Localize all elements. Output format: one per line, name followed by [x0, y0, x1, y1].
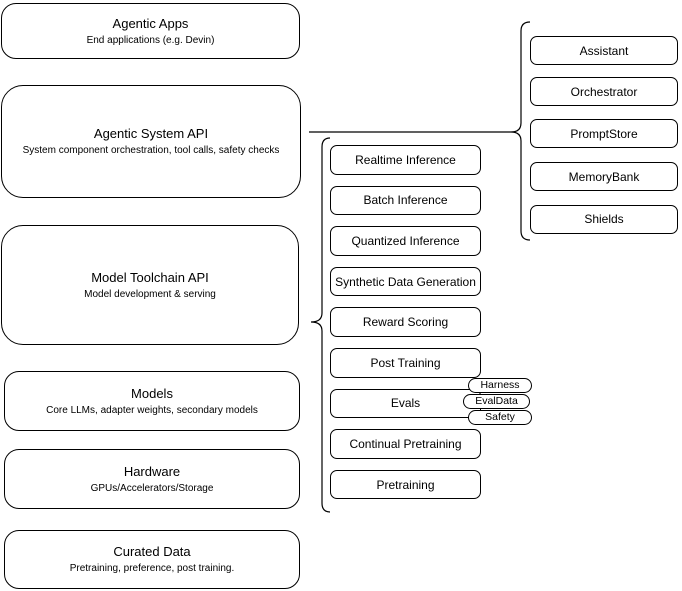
toolchain-node-batch-inference: Batch Inference: [330, 185, 481, 216]
toolchain-node-pretraining: Pretraining: [330, 469, 481, 500]
node-title: Models: [131, 385, 173, 401]
node-subtitle: System component orchestration, tool cal…: [22, 145, 280, 156]
node-subtitle: Pretraining, preference, post training.: [69, 563, 235, 574]
toolchain-node-continual-pretraining: Continual Pretraining: [330, 429, 481, 459]
node-subtitle: Model development & serving: [84, 288, 216, 300]
toolchain-node-realtime-inference: Realtime Inference: [330, 145, 481, 175]
toolchain-node-synthetic-data-generation: Synthetic Data Generation: [330, 266, 481, 297]
toolchain-node-reward-scoring: Reward Scoring: [330, 307, 481, 337]
node-agentic-system-api: Agentic System API System component orch…: [1, 85, 301, 198]
components-brace: [510, 21, 531, 241]
node-agentic-apps: Agentic Apps End applications (e.g. Devi…: [1, 3, 300, 59]
node-title: Model Toolchain API: [91, 269, 209, 285]
eval-tag-safety: Safety: [468, 409, 532, 425]
component-node-memorybank: MemoryBank: [530, 162, 678, 191]
node-model-toolchain-api: Model Toolchain API Model development & …: [1, 225, 299, 345]
node-title: Hardware: [123, 463, 181, 479]
eval-tag-evaldata: EvalData: [463, 393, 530, 409]
component-node-orchestrator: Orchestrator: [530, 77, 678, 106]
toolchain-brace: [310, 137, 331, 513]
node-curated-data: Curated Data Pretraining, preference, po…: [4, 530, 300, 589]
node-models: Models Core LLMs, adapter weights, secon…: [4, 371, 300, 431]
node-subtitle: Core LLMs, adapter weights, secondary mo…: [46, 404, 258, 416]
component-node-assistant: Assistant: [530, 36, 678, 65]
toolchain-node-post-training: Post Training: [330, 348, 481, 378]
eval-tag-harness: Harness: [468, 377, 532, 393]
node-title: Agentic System API: [93, 126, 209, 141]
node-hardware: Hardware GPUs/Accelerators/Storage: [4, 449, 300, 509]
node-title: Curated Data: [113, 544, 191, 559]
toolchain-node-quantized-inference: Quantized Inference: [330, 226, 481, 256]
component-node-promptstore: PromptStore: [530, 119, 678, 148]
node-title: Agentic Apps: [112, 15, 189, 31]
node-subtitle: GPUs/Accelerators/Storage: [90, 482, 214, 494]
node-subtitle: End applications (e.g. Devin): [86, 34, 215, 46]
toolchain-node-evals: Evals: [330, 388, 481, 419]
component-node-shields: Shields: [530, 204, 678, 234]
